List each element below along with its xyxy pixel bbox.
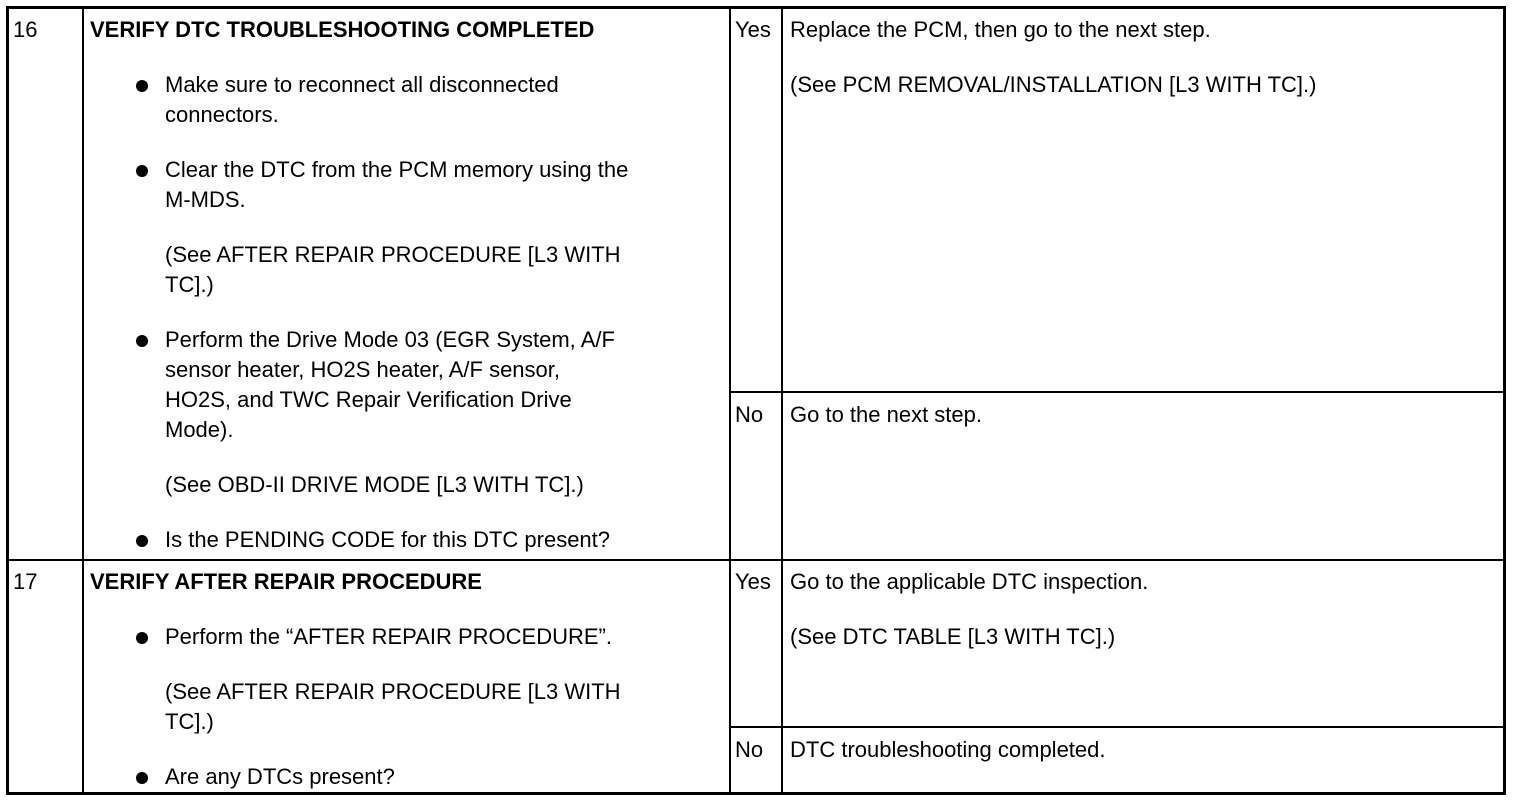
- reference-note: (See AFTER REPAIR PROCEDURE [L3 WITH TC]…: [165, 242, 621, 297]
- troubleshooting-table: 16 VERIFY DTC TROUBLESHOOTING COMPLETED …: [6, 6, 1506, 795]
- step-instruction: Clear the DTC from the PCM memory using …: [165, 157, 629, 212]
- result-yes-label: Yes: [735, 17, 771, 42]
- column-divider-step: [82, 9, 84, 792]
- bullet-icon: [136, 772, 148, 784]
- row-17-yes-no-divider: [729, 726, 1503, 728]
- yes-reference-note: (See PCM REMOVAL/INSTALLATION [L3 WITH T…: [790, 72, 1317, 97]
- column-divider-action: [781, 9, 783, 792]
- result-no-label: No: [735, 402, 764, 427]
- no-action: Go to the next step.: [790, 402, 983, 427]
- bullet-icon: [136, 165, 148, 177]
- row-16-yes-no-divider: [729, 391, 1503, 393]
- result-yes-label: Yes: [735, 569, 771, 594]
- step-instruction: Perform the “AFTER REPAIR PROCEDURE”.: [165, 624, 612, 649]
- no-action: DTC troubleshooting completed.: [790, 737, 1106, 762]
- bullet-icon: [136, 632, 148, 644]
- bullet-icon: [136, 535, 148, 547]
- yes-action: Go to the applicable DTC inspection.: [790, 569, 1149, 594]
- reference-note: (See OBD-II DRIVE MODE [L3 WITH TC].): [165, 472, 584, 497]
- row-divider-16-17: [9, 559, 1503, 561]
- step-number: 16: [13, 17, 38, 42]
- reference-note: (See AFTER REPAIR PROCEDURE [L3 WITH TC]…: [165, 679, 621, 734]
- step-instruction: Perform the Drive Mode 03 (EGR System, A…: [165, 327, 615, 442]
- bullet-icon: [136, 335, 148, 347]
- step-title: VERIFY DTC TROUBLESHOOTING COMPLETED: [90, 17, 595, 42]
- column-divider-result: [729, 9, 731, 792]
- bullet-icon: [136, 80, 148, 92]
- result-no-label: No: [735, 737, 764, 762]
- step-instruction: Make sure to reconnect all disconnected …: [165, 72, 559, 127]
- step-question: Is the PENDING CODE for this DTC present…: [165, 527, 611, 552]
- step-number: 17: [13, 569, 38, 594]
- step-question: Are any DTCs present?: [165, 764, 395, 789]
- yes-action: Replace the PCM, then go to the next ste…: [790, 17, 1211, 42]
- yes-reference-note: (See DTC TABLE [L3 WITH TC].): [790, 624, 1116, 649]
- step-title: VERIFY AFTER REPAIR PROCEDURE: [90, 569, 482, 594]
